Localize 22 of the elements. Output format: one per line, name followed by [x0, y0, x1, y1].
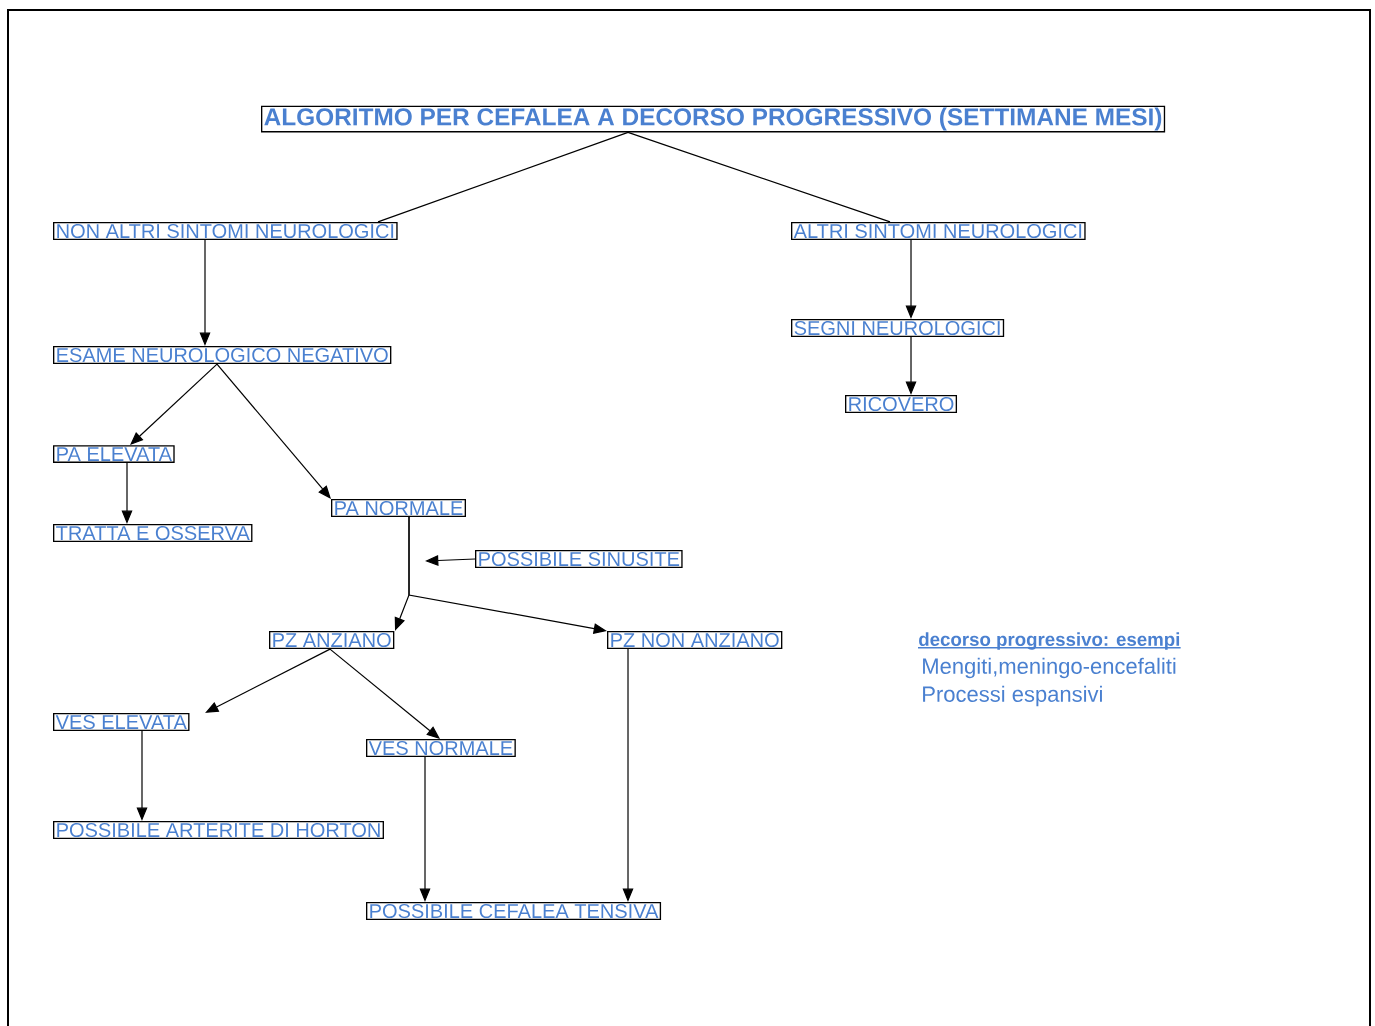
process-box: POSSIBILE SINUSITE	[475, 549, 683, 569]
arrow	[216, 363, 331, 499]
note-text: Mengiti,meningo-encefaliti	[923, 657, 1176, 679]
process-box: TRATTA E OSSERVA	[53, 523, 253, 543]
process-box: POSSIBILE ARTERITE DI HORTON	[53, 820, 384, 840]
process-box: PZ ANZIANO	[269, 630, 395, 650]
process-box: VES ELEVATA	[53, 712, 190, 732]
process-box: VES NORMALE	[366, 738, 516, 758]
note-heading: decorso progressivo: esempi	[917, 632, 1182, 650]
process-box: SEGNI NEUROLOGICI	[791, 318, 1005, 338]
arrow	[205, 648, 331, 713]
process-box: POSSIBILE CEFALEA TENSIVA	[366, 901, 662, 921]
process-box: PA NORMALE	[331, 498, 466, 518]
process-box: ESAME NEUROLOGICO NEGATIVO	[53, 345, 392, 365]
title-box: ALGORITMO PER CEFALEA A DECORSO PROGRESSIVO (SETTIMANE MESI)	[261, 105, 1166, 133]
process-box: PA ELEVATA	[53, 445, 175, 463]
arrow	[329, 648, 440, 739]
process-box: NON ALTRI SINTOMI NEUROLOGICI	[53, 221, 398, 241]
process-box: RICOVERO	[845, 394, 958, 414]
process-box: PZ NON ANZIANO	[607, 630, 783, 650]
note-text: Processi espansivi	[923, 685, 1102, 707]
process-box: ALTRI SINTOMI NEUROLOGICI	[791, 221, 1086, 241]
